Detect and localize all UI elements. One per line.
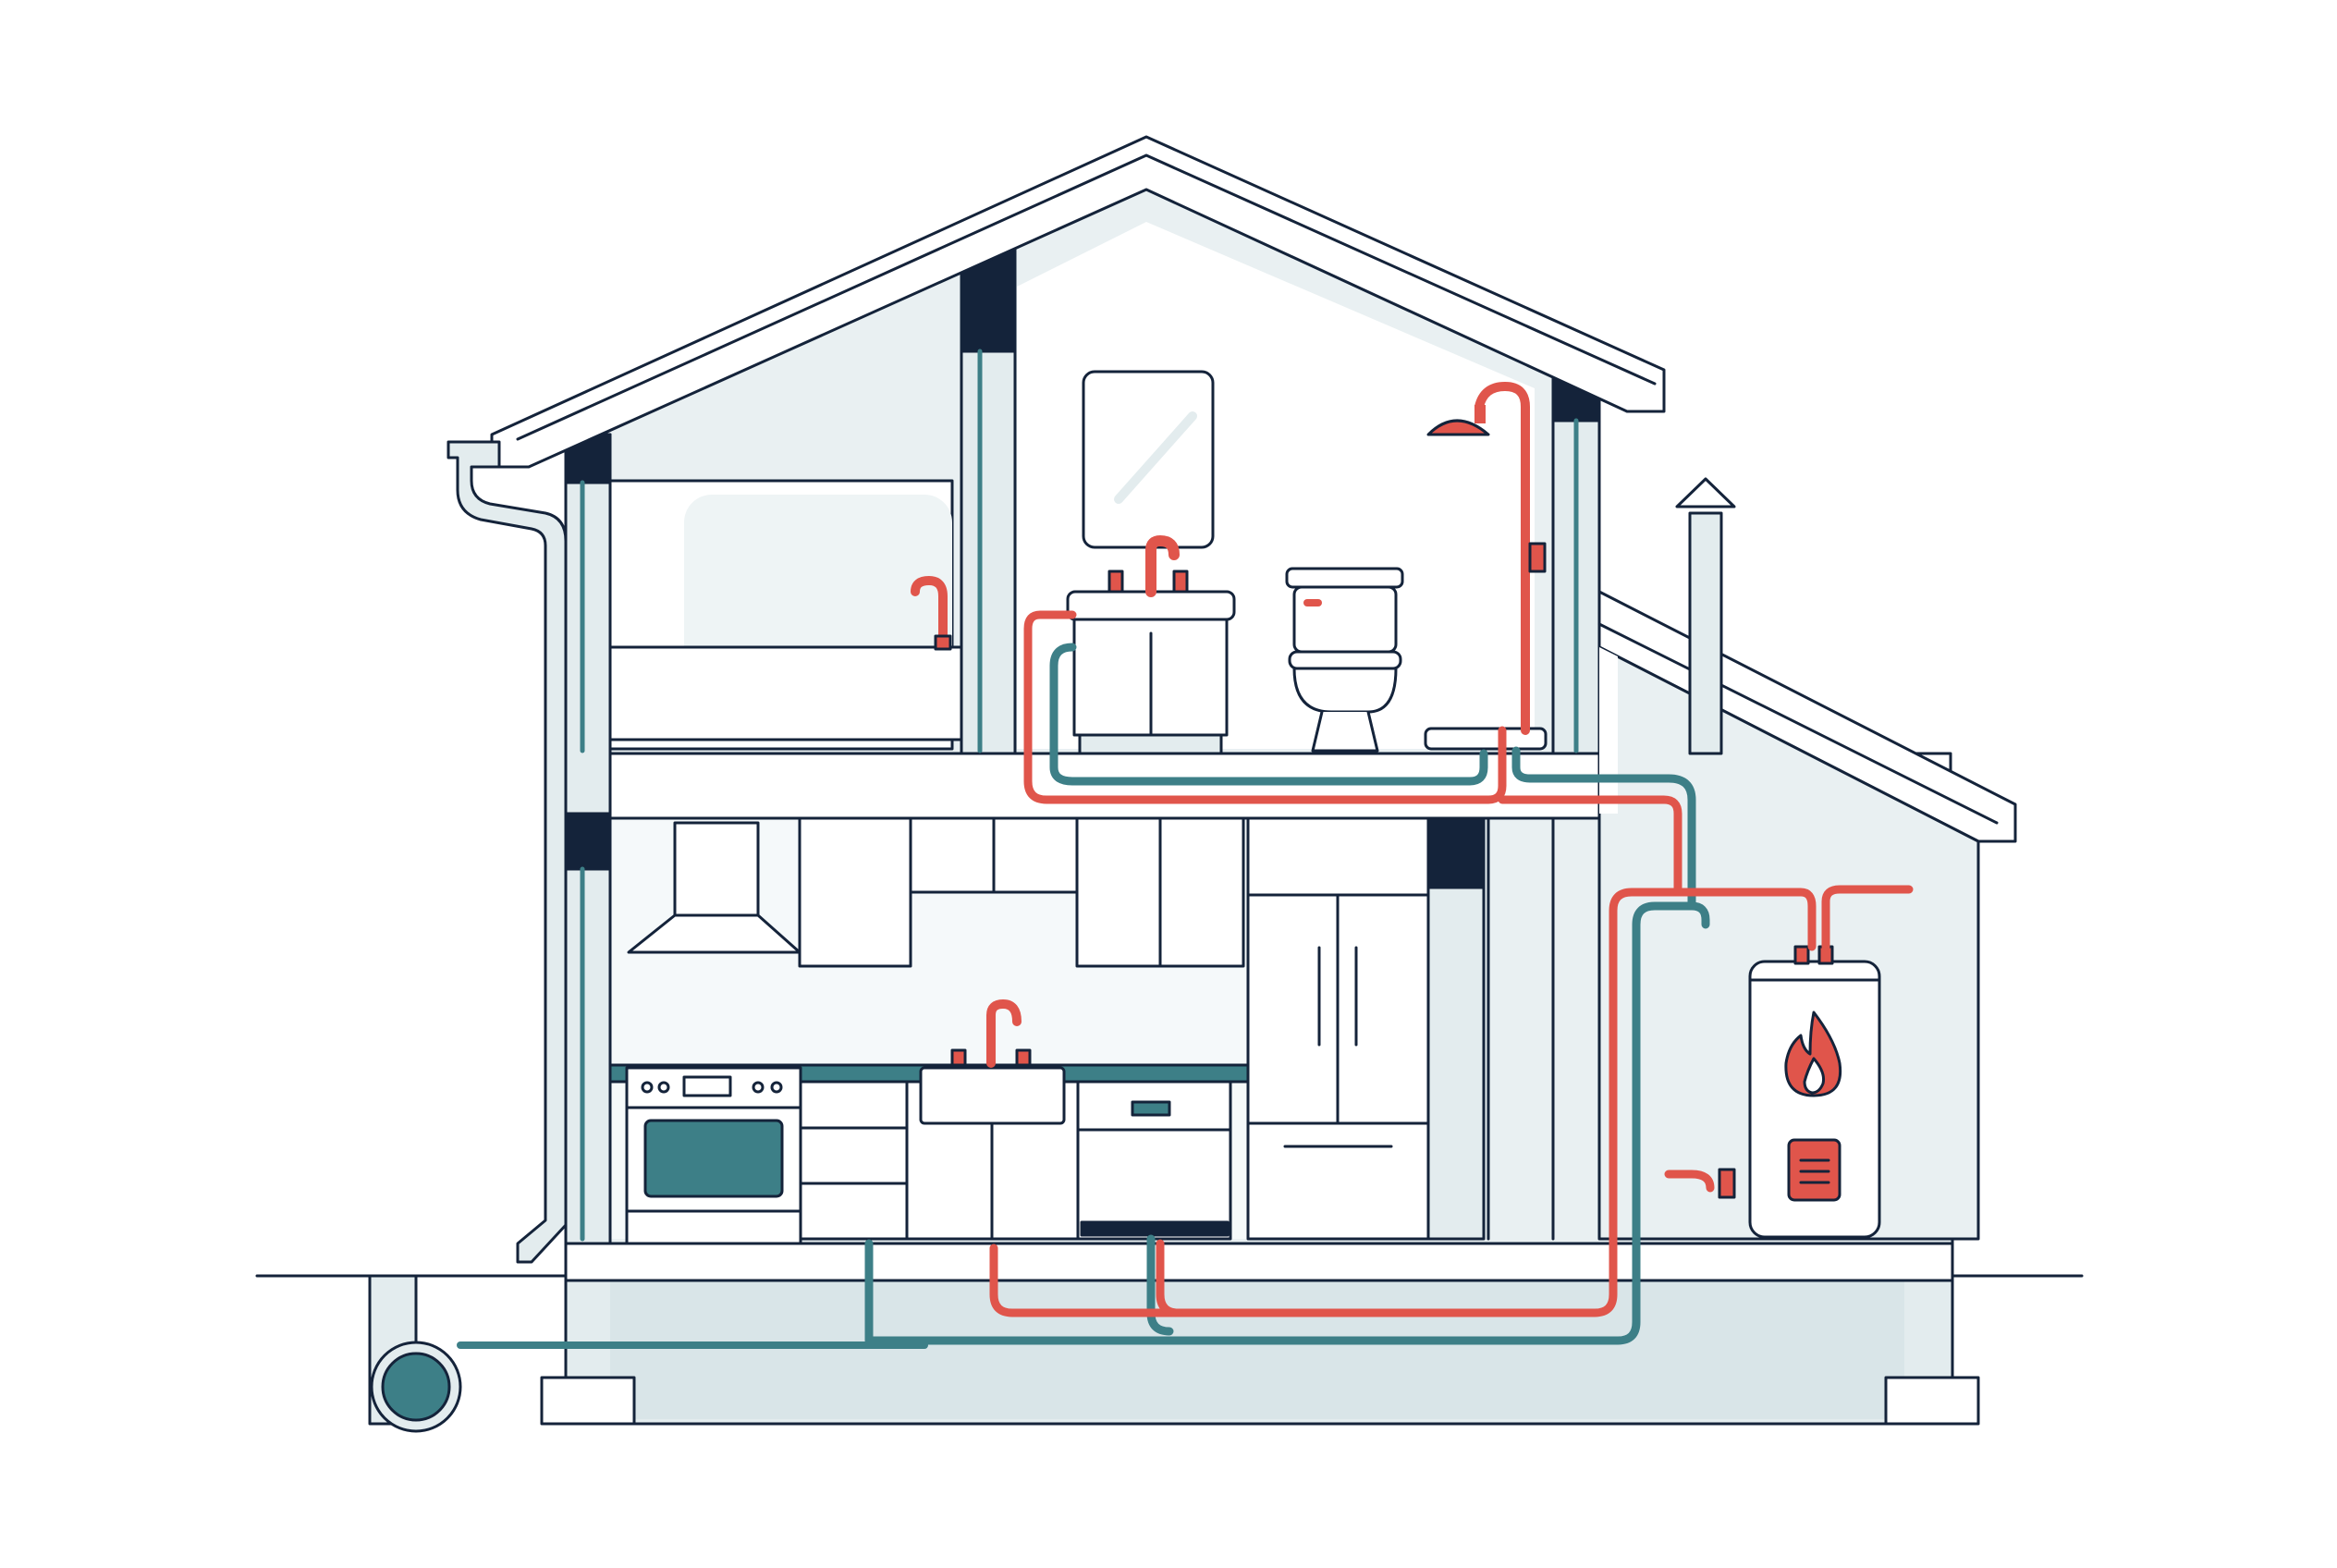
gutter-downspout	[447, 440, 568, 1264]
oven	[625, 1066, 802, 1245]
dishwasher	[1076, 1080, 1232, 1241]
kitchen-sink	[919, 999, 1066, 1125]
sewer-pipe	[368, 1274, 928, 1433]
heater-valve	[1718, 1168, 1736, 1199]
flame-icon	[1784, 1011, 1842, 1097]
bathroom-mirror	[1082, 370, 1215, 549]
foundation	[540, 1242, 1980, 1426]
showerhead-icon	[1426, 405, 1490, 436]
faucet-icon	[950, 999, 1032, 1068]
upper-cabinets	[627, 816, 1245, 968]
vent-arrow-icon	[1675, 477, 1736, 508]
shower	[1424, 382, 1548, 751]
roof-main	[490, 135, 1666, 469]
bathtub	[608, 576, 963, 741]
hot-water-pipes	[989, 610, 1914, 1317]
water-heater	[1748, 945, 1881, 1239]
toilet	[1285, 567, 1404, 753]
lower-cabinets	[799, 1080, 1080, 1241]
faucet-icon	[1107, 535, 1189, 597]
roof-vent	[1675, 477, 1736, 755]
bathroom-vanity	[1066, 535, 1236, 755]
refrigerator	[1246, 816, 1430, 1241]
